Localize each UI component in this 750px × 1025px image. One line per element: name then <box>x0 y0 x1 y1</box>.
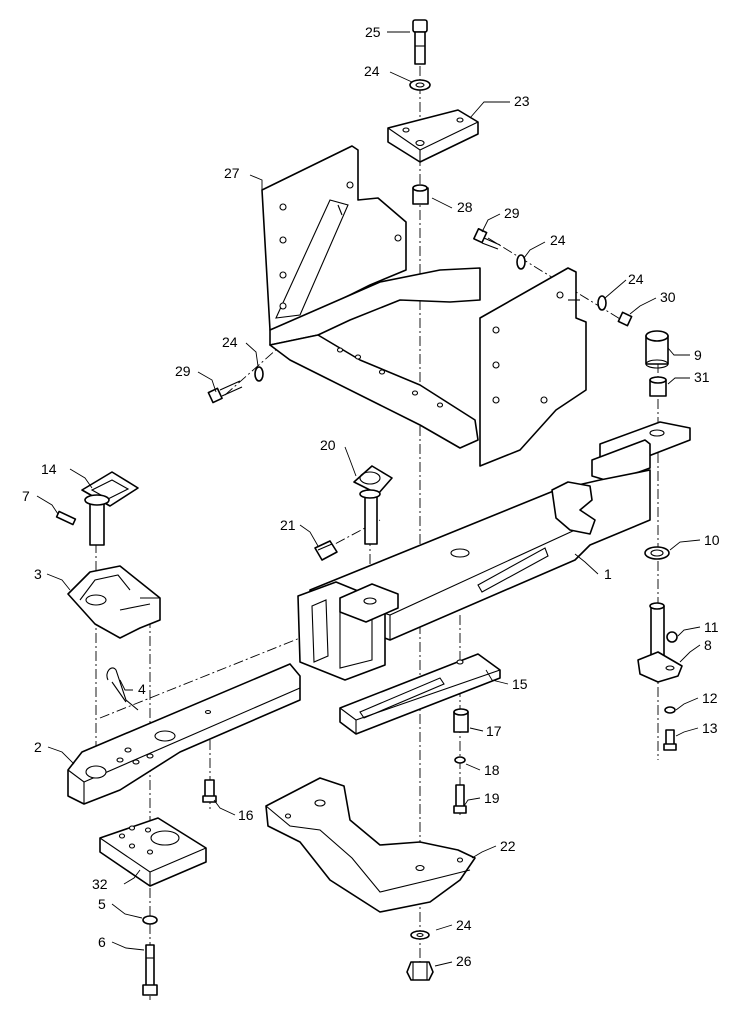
callout-31: 31 <box>694 369 710 385</box>
callout-18: 18 <box>484 762 500 778</box>
callout-20: 20 <box>320 437 336 453</box>
washer-12 <box>664 706 676 714</box>
bushing-9 <box>645 330 669 369</box>
plate-23 <box>387 109 479 163</box>
screw-13 <box>663 729 677 751</box>
sleeve-17 <box>453 708 469 733</box>
leader-lines <box>36 31 701 967</box>
bolt-29-left <box>207 380 243 404</box>
callout-24-bottom: 24 <box>456 917 472 933</box>
callout-11: 11 <box>704 619 719 635</box>
callout-3: 3 <box>34 566 42 582</box>
callout-21: 21 <box>280 517 296 533</box>
washer-24-left <box>254 366 264 382</box>
callout-12: 12 <box>702 690 718 706</box>
lower-bracket-22 <box>265 777 476 913</box>
pin-8 <box>637 602 683 683</box>
lock-pin-20 <box>353 465 393 545</box>
callout-24-right-a: 24 <box>550 232 566 248</box>
washer-5 <box>142 915 158 925</box>
callout-25: 25 <box>365 24 381 40</box>
callout-19: 19 <box>484 790 500 806</box>
callout-24-top: 24 <box>364 63 380 79</box>
drawbar-housing-1 <box>297 421 691 681</box>
nut-26 <box>406 961 434 981</box>
callout-13: 13 <box>702 720 718 736</box>
bolt-16 <box>202 779 217 803</box>
callout-26: 26 <box>456 953 472 969</box>
sleeve-28 <box>412 184 429 205</box>
callout-32: 32 <box>92 876 108 892</box>
spring-clip-4 <box>106 667 139 711</box>
washer-24-right-b <box>597 295 607 311</box>
bolt-19 <box>453 784 467 814</box>
callout-6: 6 <box>98 934 106 950</box>
bolt-29-right <box>473 227 501 250</box>
callout-labels: 1 2 3 4 5 6 7 8 9 10 11 12 13 14 15 16 1… <box>22 24 720 969</box>
callout-14: 14 <box>41 461 57 477</box>
bolt-25 <box>412 19 428 65</box>
ball-11 <box>666 631 678 643</box>
callout-9: 9 <box>694 347 702 363</box>
callout-29-right: 29 <box>504 205 520 221</box>
callout-24-left: 24 <box>222 334 238 350</box>
washer-24-right-a <box>516 254 526 270</box>
washer-18 <box>454 756 466 764</box>
callout-22: 22 <box>500 838 516 854</box>
hitch-jaw-3 <box>67 565 161 639</box>
callout-10: 10 <box>704 532 720 548</box>
callout-8: 8 <box>704 637 712 653</box>
pin-7 <box>55 510 77 526</box>
plate-32 <box>99 817 207 887</box>
nut-30 <box>617 311 633 327</box>
callout-23: 23 <box>514 93 530 109</box>
callout-15: 15 <box>512 676 528 692</box>
bushing-31 <box>649 376 667 397</box>
callout-5: 5 <box>98 896 106 912</box>
callout-30: 30 <box>660 289 676 305</box>
callout-24-right-b: 24 <box>628 271 644 287</box>
callout-4: 4 <box>138 681 146 697</box>
callout-28: 28 <box>457 199 473 215</box>
callout-17: 17 <box>486 723 502 739</box>
bolt-6 <box>142 944 158 996</box>
clip-21 <box>314 540 338 561</box>
callout-7: 7 <box>22 488 30 504</box>
lock-pin-14 <box>81 471 139 546</box>
callout-16: 16 <box>238 807 254 823</box>
callout-27: 27 <box>224 165 240 181</box>
guide-plate-15 <box>339 653 501 735</box>
callout-1: 1 <box>604 566 612 582</box>
callout-29-left: 29 <box>175 363 191 379</box>
callout-2: 2 <box>34 739 42 755</box>
bracket-27 <box>261 145 587 467</box>
drawbar-2 <box>67 663 301 805</box>
